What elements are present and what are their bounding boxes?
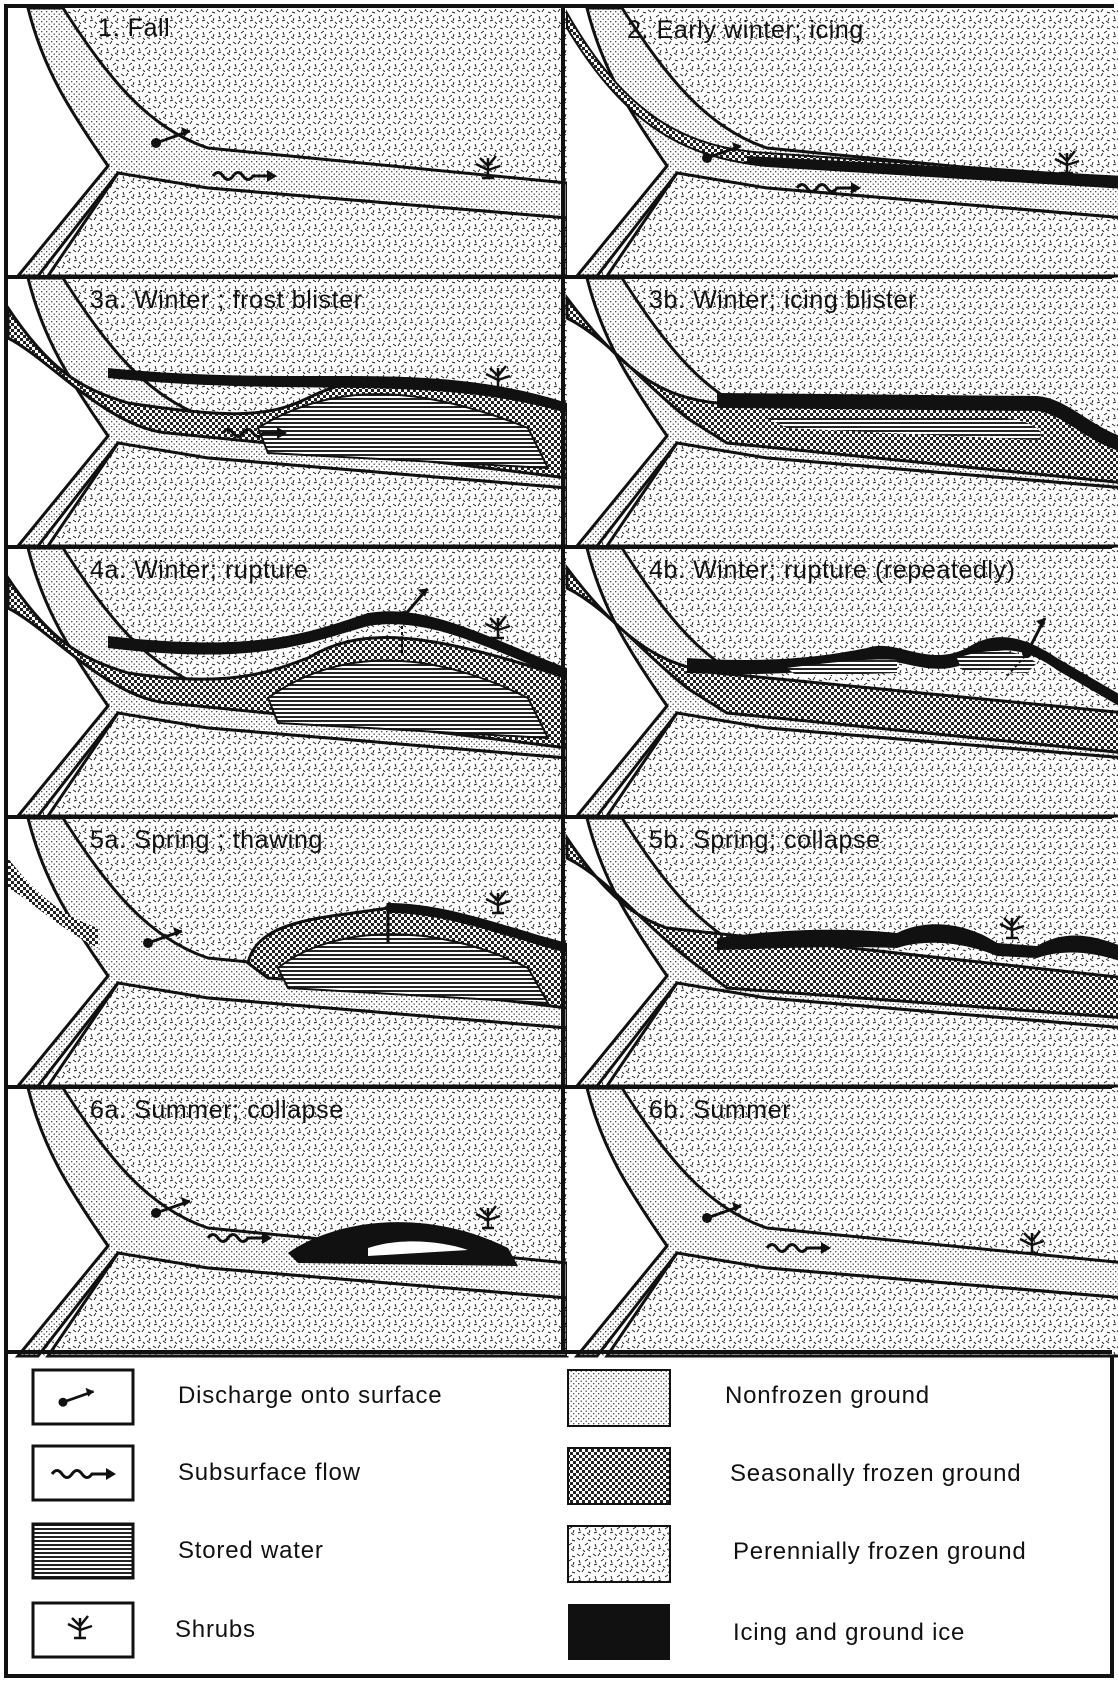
legend-label-icing: Icing and ground ice [733, 1619, 965, 1646]
seasonally-frozen-swatch [568, 1448, 670, 1504]
panel-fall: 1. Fall [8, 8, 567, 276]
panel-label: 6b. Summer [649, 1096, 791, 1124]
panel-frost-blister: 3a. Winter ; frost blister [8, 278, 567, 546]
legend-label-seasonally-frozen: Seasonally frozen ground [730, 1460, 1021, 1487]
legend-label-nonfrozen: Nonfrozen ground [725, 1382, 930, 1409]
panel-label: 1. Fall [98, 14, 170, 42]
panel-label: 4a. Winter; rupture [90, 556, 308, 584]
perennially-frozen-swatch [568, 1526, 670, 1582]
legend-label-shrubs: Shrubs [175, 1616, 256, 1643]
legend-label-discharge: Discharge onto surface [178, 1382, 442, 1409]
panel-label: 6a. Summer; collapse [90, 1096, 344, 1124]
panel-summer: 6b. Summer [567, 1088, 1118, 1356]
subsurface-flow-icon [33, 1446, 133, 1500]
discharge-icon [33, 1370, 133, 1424]
panel-early-winter: 2. Early winter; icing [567, 8, 1118, 276]
panel-icing-blister: 3b. Winter; icing blister [567, 278, 1118, 546]
legend-label-perennially-frozen: Perennially frozen ground [733, 1538, 1027, 1565]
panel-label: 3a. Winter ; frost blister [90, 286, 363, 314]
panel-collapse-summer: 6a. Summer; collapse [8, 1088, 567, 1356]
panel-thawing: 5a. Spring ; thawing [8, 818, 567, 1086]
shrub-icon [33, 1603, 133, 1657]
panel-label: 2. Early winter; icing [627, 16, 864, 44]
panel-label: 3b. Winter; icing blister [649, 286, 917, 314]
stored-water-swatch [33, 1524, 133, 1578]
panel-collapse-spring: 5b. Spring; collapse [567, 818, 1118, 1086]
panel-rupture-repeatedly: 4b. Winter; rupture (repeatedly) [567, 548, 1118, 816]
legend-label-stored-water: Stored water [178, 1537, 324, 1564]
panel-label: 4b. Winter; rupture (repeatedly) [649, 556, 1016, 584]
panel-label: 5b. Spring; collapse [649, 826, 881, 854]
nonfrozen-swatch [568, 1370, 670, 1426]
legend: Discharge onto surface Subsurface flow S… [33, 1370, 1027, 1660]
panel-rupture: 4a. Winter; rupture [8, 548, 567, 816]
legend-label-subsurface-flow: Subsurface flow [178, 1459, 361, 1486]
panel-label: 5a. Spring ; thawing [90, 826, 323, 854]
icing-swatch [568, 1604, 670, 1660]
